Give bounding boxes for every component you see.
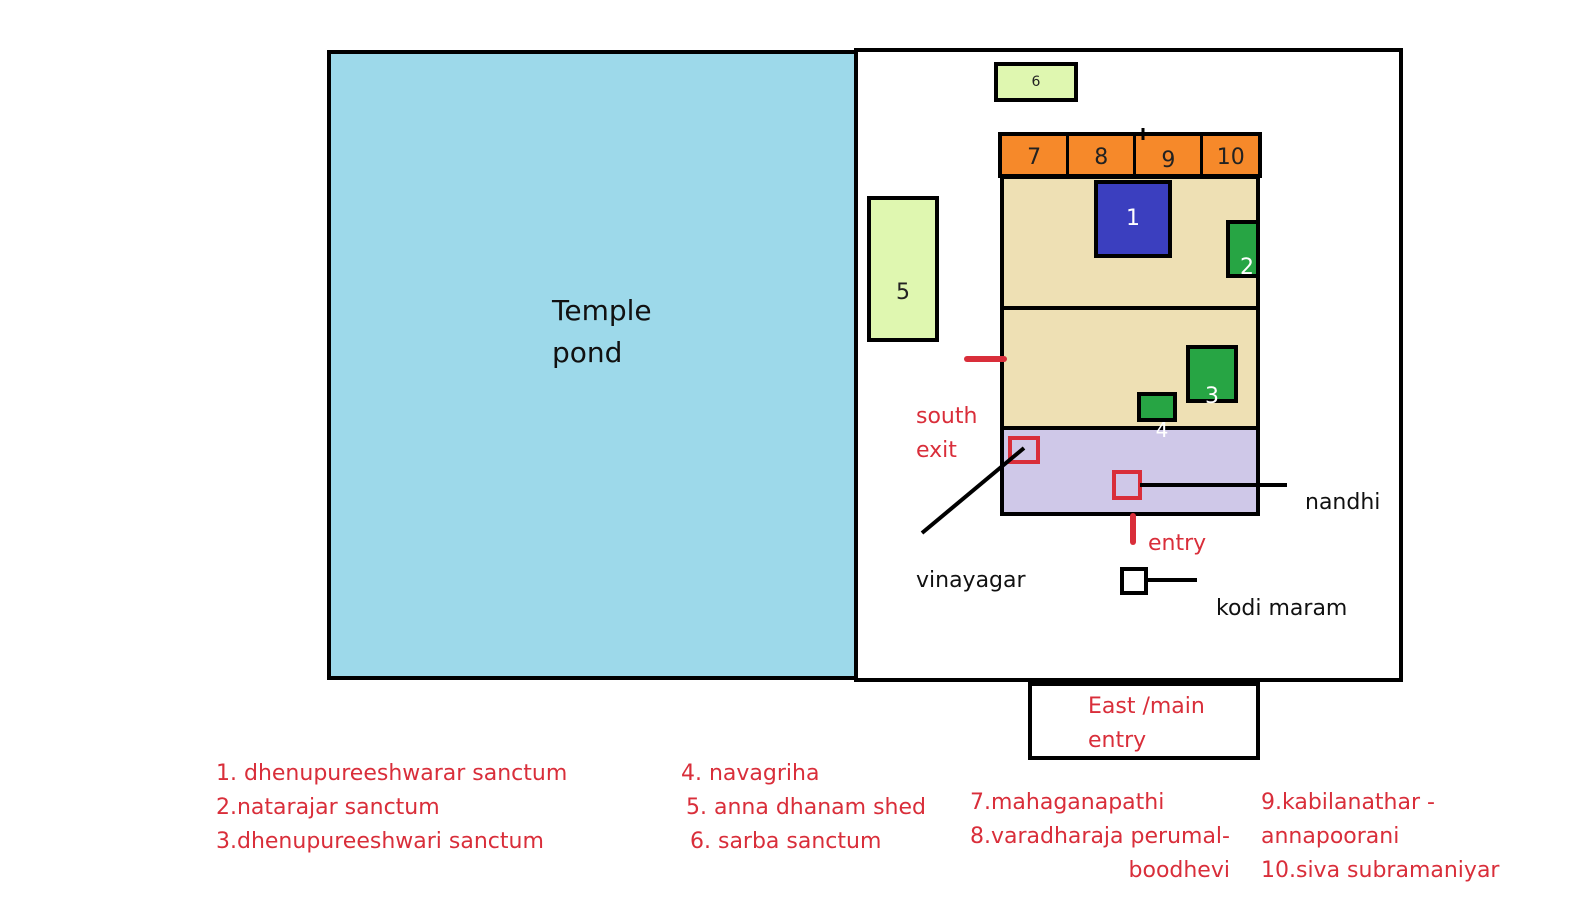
shrine-2: 2 xyxy=(1226,220,1260,280)
legend-item: 4. navagriha xyxy=(681,761,820,786)
legend-item: boodhevi xyxy=(1128,858,1230,883)
legend-col-1: 1. dhenupureeshwarar sanctum 2.natarajar… xyxy=(216,757,567,859)
sanctum-8: 8 xyxy=(1069,136,1137,174)
legend-col-4: 9.kabilanathar - annapoorani 10.siva sub… xyxy=(1261,786,1499,888)
legend-item: 7.mahaganapathi xyxy=(970,790,1165,815)
south-exit-label: south exit xyxy=(916,404,978,463)
legend-item: 10.siva subramaniyar xyxy=(1261,858,1500,883)
legend-item: 6. sarba sanctum xyxy=(690,829,882,854)
pond-label: Temple pond xyxy=(552,294,652,369)
shrine-2-label: 2 xyxy=(1240,255,1254,280)
shrine-6: 6 xyxy=(994,62,1078,102)
shrine-4 xyxy=(1137,392,1177,422)
nandhi-label: nandhi xyxy=(1305,490,1381,515)
legend-item: annapoorani xyxy=(1261,824,1400,849)
legend-item: 1. dhenupureeshwarar sanctum xyxy=(216,761,568,786)
shrine-3-label: 3 xyxy=(1205,384,1219,409)
legend-item: 8.varadharaja perumal- xyxy=(970,824,1230,849)
legend-item: 2.natarajar sanctum xyxy=(216,795,440,820)
legend-col-2: 4. navagriha 5. anna dhanam shed 6. sarb… xyxy=(681,757,926,859)
vinayagar-label: vinayagar xyxy=(916,568,1026,593)
vinayagar-pointer xyxy=(920,446,1026,535)
front-mandapam xyxy=(1000,426,1260,516)
shrine-5-label: 5 xyxy=(896,280,910,305)
vinayagar-marker xyxy=(1008,436,1040,464)
shrine-6-label: 6 xyxy=(1031,74,1041,90)
temple-pond xyxy=(327,50,858,680)
kodi-maram-label: kodi maram xyxy=(1216,596,1348,621)
entry-label: entry xyxy=(1148,531,1207,556)
legend-item: 5. anna dhanam shed xyxy=(686,795,926,820)
legend-col-3: 7.mahaganapathi 8.varadharaja perumal- b… xyxy=(970,786,1230,888)
shrine-3: 3 xyxy=(1186,345,1238,409)
shrine-1-label: 1 xyxy=(1126,206,1140,231)
east-main-entry xyxy=(1028,682,1260,760)
sanctum-7: 7 xyxy=(1002,136,1070,174)
shrine-4-label: 4 xyxy=(1155,418,1169,442)
sanctum-10: 10 xyxy=(1216,145,1245,170)
legend-item: 9.kabilanathar - xyxy=(1261,790,1435,815)
sanctum-row: 7 8 9 10 xyxy=(998,132,1262,178)
sanctum-9: 9 xyxy=(1136,136,1204,174)
legend-item: 3.dhenupureeshwari sanctum xyxy=(216,829,544,854)
east-entry-label: East /main entry xyxy=(1088,694,1205,753)
shrine-1: 1 xyxy=(1094,180,1172,258)
shrine-5: 5 xyxy=(867,196,939,342)
